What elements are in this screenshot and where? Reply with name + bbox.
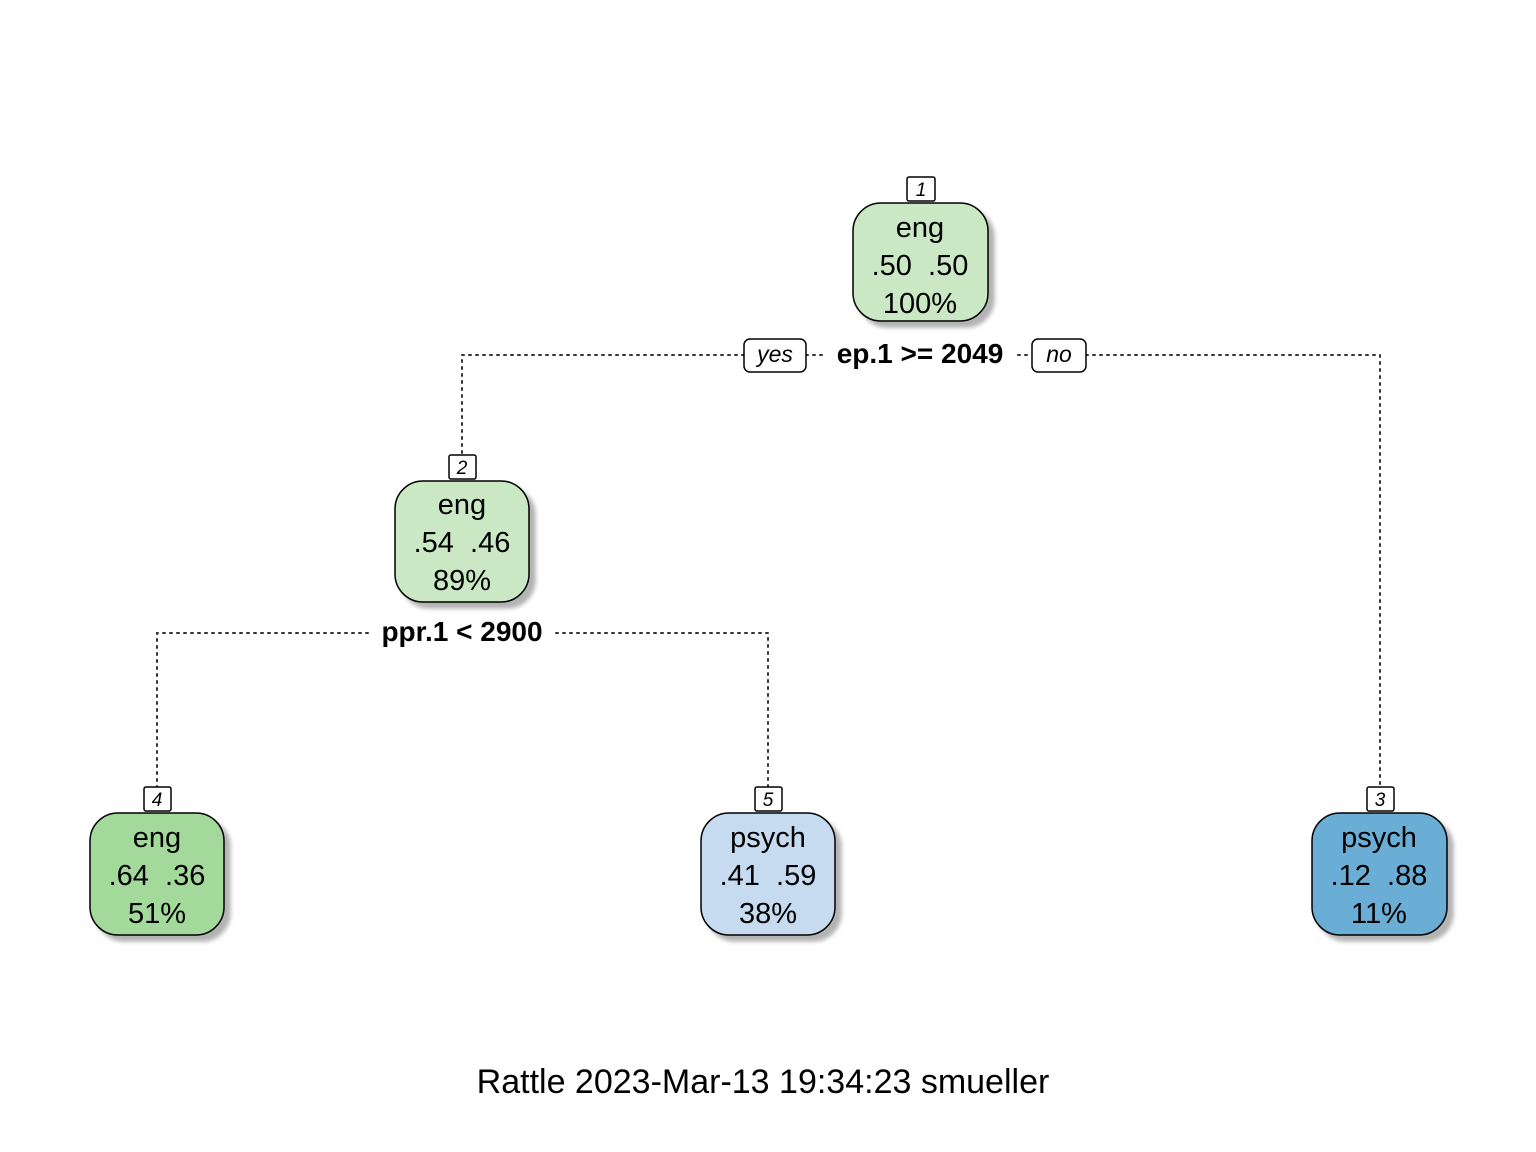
node-id-label: 1	[916, 180, 927, 201]
edge-2-4	[156, 632, 369, 788]
tree-node-2: 2 eng .54 .46 89%	[394, 454, 530, 603]
node-id-box	[1366, 786, 1395, 812]
yes-label-box	[743, 338, 807, 373]
node-percent: 100%	[883, 288, 957, 320]
node-box	[1311, 812, 1448, 936]
split-1: yes ep.1 >= 2049 no	[743, 338, 1087, 373]
node-class-label: eng	[438, 489, 486, 521]
node-id-label: 5	[763, 790, 774, 811]
node-box	[700, 812, 836, 936]
edge-1-2	[461, 354, 745, 456]
node-id-label: 4	[152, 790, 163, 811]
node-percent: 51%	[128, 898, 186, 930]
split-rule-2: ppr.1 < 2900	[381, 616, 542, 647]
node-percent: 11%	[1351, 898, 1407, 930]
node-class-label: eng	[896, 212, 944, 244]
node-box	[394, 480, 530, 603]
node-probabilities: .54 .46	[414, 527, 511, 559]
tree-node-3: 3 psych .12 .88 11%	[1311, 786, 1448, 936]
node-box	[852, 202, 989, 322]
edge-2-5	[555, 632, 769, 788]
node-id-box	[143, 786, 172, 812]
edge-1-3	[1085, 354, 1381, 788]
no-label: no	[1046, 341, 1072, 367]
node-id-box	[754, 786, 783, 812]
tree-node-4: 4 eng .64 .36 51%	[89, 786, 225, 936]
node-id-box	[448, 454, 477, 480]
node-id-label: 2	[456, 458, 468, 479]
node-class-label: eng	[133, 822, 181, 854]
tree-edges	[156, 354, 1381, 788]
node-probabilities: .12 .88	[1331, 860, 1428, 892]
node-probabilities: .64 .36	[109, 860, 206, 892]
node-probabilities: .41 .59	[720, 860, 817, 892]
yes-label: yes	[755, 341, 793, 367]
tree-node-5: 5 psych .41 .59 38%	[700, 786, 836, 936]
node-class-label: psych	[730, 822, 806, 854]
diagram-caption: Rattle 2023-Mar-13 19:34:23 smueller	[477, 1063, 1050, 1101]
node-id-label: 3	[1375, 790, 1386, 811]
node-class-label: psych	[1341, 822, 1417, 854]
node-percent: 38%	[739, 898, 797, 930]
tree-node-1: 1 eng .50 .50 100%	[852, 176, 989, 322]
node-percent: 89%	[433, 565, 491, 597]
node-id-box	[906, 176, 936, 202]
split-rule-1: ep.1 >= 2049	[837, 338, 1004, 369]
node-probabilities: .50 .50	[872, 250, 969, 282]
node-box	[89, 812, 225, 936]
no-label-box	[1031, 338, 1087, 373]
